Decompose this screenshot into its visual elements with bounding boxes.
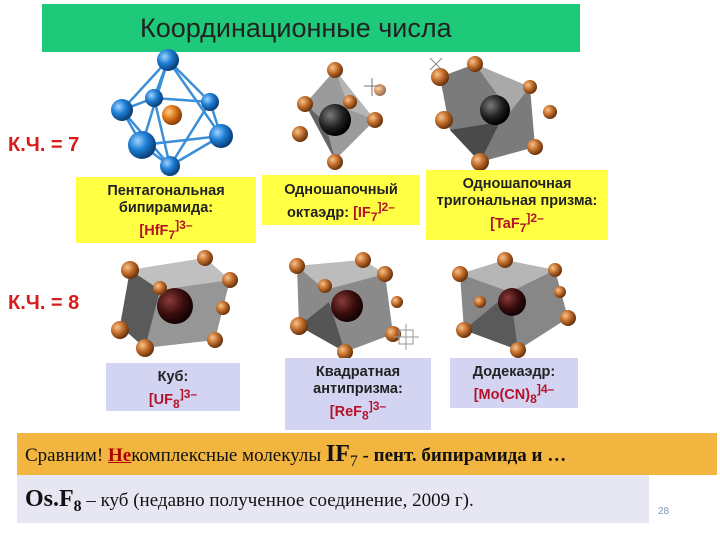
page-number: 28: [658, 506, 670, 517]
caption-desc: Одношапочная тригональная призма:: [436, 176, 598, 209]
caption-formula-sub: 8: [362, 408, 369, 423]
caption-desc: Пентагональная бипирамида:: [107, 183, 225, 216]
comparison-prefix: Сравним!: [25, 445, 109, 466]
comparison-rest: комплексные молекулы: [131, 445, 326, 466]
square-antiprism-model: [289, 252, 419, 360]
osf8-formula: Os.F: [25, 486, 74, 512]
caption-formula-sub: 8: [530, 391, 537, 406]
comparison-line: Сравним! Некомплексные молекулы IF7 - пе…: [17, 433, 717, 475]
caption-desc: Додекаэдр:: [472, 364, 556, 380]
caption-formula: [TaF: [490, 215, 520, 232]
cube-model: [111, 250, 238, 357]
caption-formula: [UF: [148, 391, 173, 408]
caption-formula: [HfF: [139, 222, 169, 239]
caption-capped-octahedron: Одношапочный октаэдр: [IF7]2–: [262, 175, 420, 225]
capped-trigonal-prism-model: [429, 56, 557, 171]
caption-desc: Квадратная антипризма:: [313, 364, 403, 397]
caption-formula-sub: 7: [168, 227, 176, 242]
comparison-underlined: Не: [108, 445, 132, 466]
caption-formula-sub: 7: [370, 209, 378, 224]
caption-formula-sup: ]2–: [377, 200, 395, 214]
kch8-label: К.Ч. = 8: [8, 292, 80, 314]
dodecahedron-model: [452, 252, 576, 358]
osf8-formula-sub: 8: [73, 497, 82, 515]
pentagonal-bipyramid-model: [111, 49, 233, 176]
caption-formula-sup: ]2–: [526, 211, 544, 225]
caption-formula-sub: 8: [172, 396, 180, 411]
slide-title: Координационные числа: [42, 4, 580, 52]
caption-formula: [ReF: [329, 403, 363, 420]
caption-cube: Куб: [UF8]3–: [106, 363, 240, 411]
osf8-line: Os.F8 – куб (недавно полученное соединен…: [17, 475, 649, 523]
osf8-tail: – куб (недавно полученное соединение, 20…: [81, 490, 474, 511]
caption-formula: [Mo(CN): [473, 386, 531, 403]
caption-square-antiprism: Квадратная антипризма: [ReF8]3–: [285, 358, 431, 430]
caption-formula-sub: 7: [519, 220, 527, 235]
comparison-tail: - пент. бипирамида и …: [357, 445, 567, 466]
caption-formula-sup: ]3–: [175, 218, 193, 232]
caption-pentagonal-bipyramid: Пентагональная бипирамида: [HfF7]3–: [76, 177, 256, 243]
caption-desc: Куб:: [157, 369, 189, 385]
caption-formula-sup: ]3–: [179, 387, 198, 401]
caption-dodecahedron: Додекаэдр: [Mo(CN)8]4–: [450, 358, 578, 408]
caption-formula: [IF: [353, 204, 371, 221]
comparison-formula: IF: [325, 441, 350, 467]
caption-formula-sup: ]4–: [536, 382, 555, 396]
kch7-label: К.Ч. = 7: [8, 134, 80, 156]
caption-formula-sup: ]3–: [368, 399, 387, 413]
comparison-formula-sub: 7: [349, 452, 358, 470]
caption-desc: Одношапочный октаэдр:: [284, 182, 398, 221]
capped-octahedron-model: [292, 62, 386, 170]
caption-capped-trigonal-prism: Одношапочная тригональная призма: [TaF7]…: [426, 170, 608, 240]
